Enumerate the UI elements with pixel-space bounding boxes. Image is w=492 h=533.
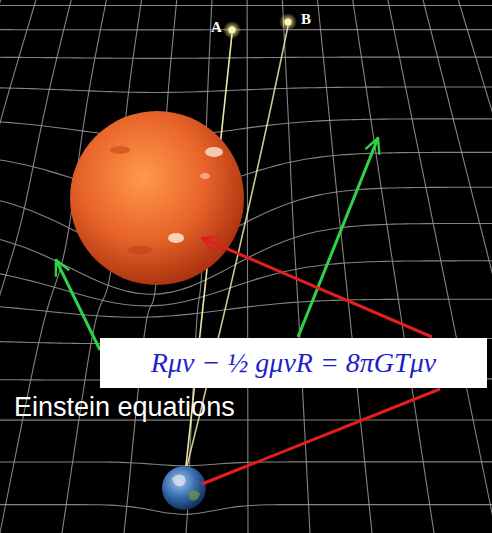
star-glow [279, 13, 297, 31]
equation-box: Rμν − ½ gμνR = 8πGTμν [100, 338, 487, 388]
star-glow [223, 21, 241, 39]
sun-spot [128, 246, 152, 254]
grid-line [0, 119, 492, 137]
earth [162, 466, 206, 510]
grid-line [0, 0, 42, 533]
grid-line [0, 299, 492, 317]
sun-spot [168, 233, 184, 243]
sun-sphere [70, 111, 244, 285]
sun-spot [200, 173, 210, 179]
stars [223, 13, 297, 39]
grid-line [486, 0, 492, 533]
grid-line [0, 5, 492, 6]
star [285, 19, 292, 26]
grid-line [0, 0, 8, 533]
grid-line [0, 0, 76, 533]
field-equation: Rμν − ½ gμνR = 8πGTμν [151, 347, 436, 379]
grid-line [247, 0, 249, 533]
grid-line [315, 0, 374, 533]
grid-line [384, 0, 492, 533]
green-arrow [56, 260, 100, 350]
sun [70, 111, 244, 285]
grid-line [0, 505, 492, 515]
red-arrow [202, 389, 440, 484]
pointer-arrows [56, 138, 440, 484]
grid-line [0, 29, 492, 30]
grid-line [452, 0, 492, 533]
star-label: B [301, 11, 311, 28]
grid-line [281, 0, 311, 533]
grid-line [0, 223, 492, 294]
earth-land [188, 490, 200, 500]
grid-line [350, 0, 438, 533]
red-arrow [202, 238, 432, 337]
earth-cloud [172, 474, 186, 486]
earth-globe [162, 466, 206, 510]
equation-caption: Einstein equations [14, 392, 235, 423]
grid-line [0, 0, 110, 533]
sun-spot [110, 146, 130, 154]
star-label: A [211, 19, 222, 36]
sun-spot [205, 147, 223, 157]
grid-line [0, 57, 492, 58]
grid-line [0, 87, 492, 92]
grid-line [418, 0, 492, 533]
star [229, 27, 236, 34]
